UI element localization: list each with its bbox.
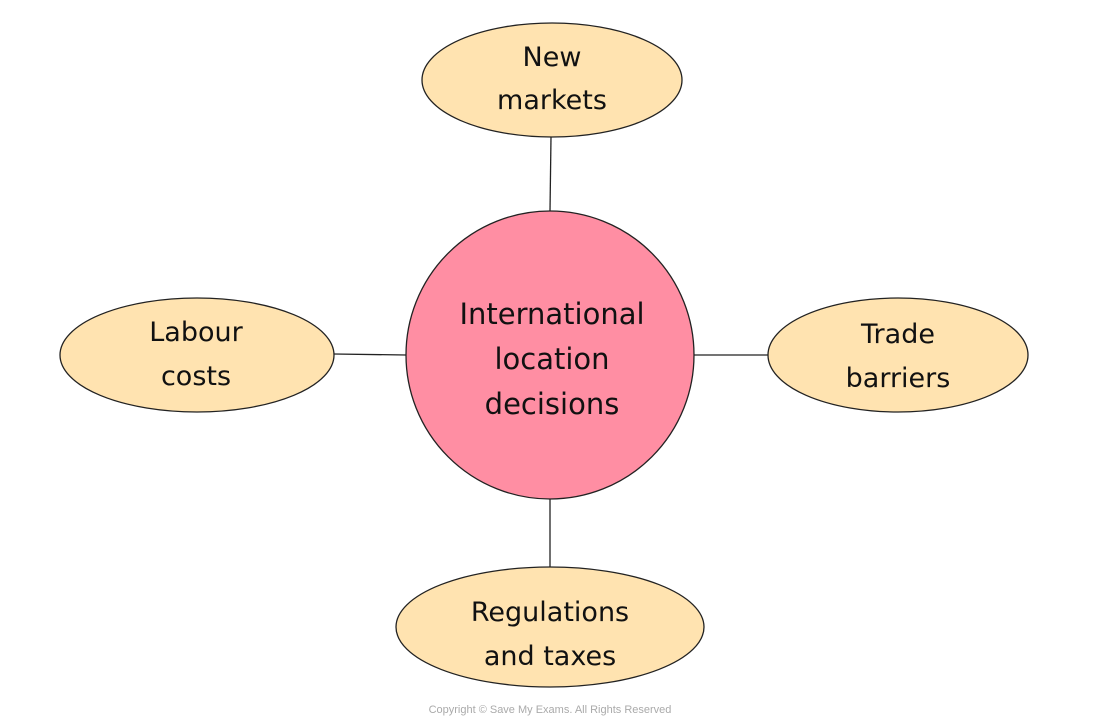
node-bottom-line-2: and taxes: [484, 641, 616, 672]
node-right-line-1: Trade: [860, 319, 935, 350]
node-left-line-2: costs: [161, 361, 231, 392]
node-top-line-2: markets: [497, 85, 607, 116]
center-node: [405, 210, 695, 500]
node-top-line-1: New: [523, 42, 582, 73]
center-line-1: International: [459, 297, 644, 331]
node-trade-barriers: [767, 297, 1029, 413]
connector-left: [333, 353, 407, 356]
node-right-line-2: barriers: [846, 363, 951, 394]
node-regulations-taxes: [395, 566, 705, 688]
node-left-line-1: Labour: [149, 317, 243, 348]
copyright-text: Copyright © Save My Exams. All Rights Re…: [428, 704, 672, 716]
node-bottom-line-1: Regulations: [471, 597, 629, 628]
connectors: [333, 136, 768, 567]
center-line-2: location: [494, 342, 609, 376]
connector-top: [549, 136, 552, 212]
center-line-3: decisions: [485, 387, 620, 421]
node-new-markets: [421, 22, 683, 138]
node-labour-costs: [59, 297, 335, 413]
